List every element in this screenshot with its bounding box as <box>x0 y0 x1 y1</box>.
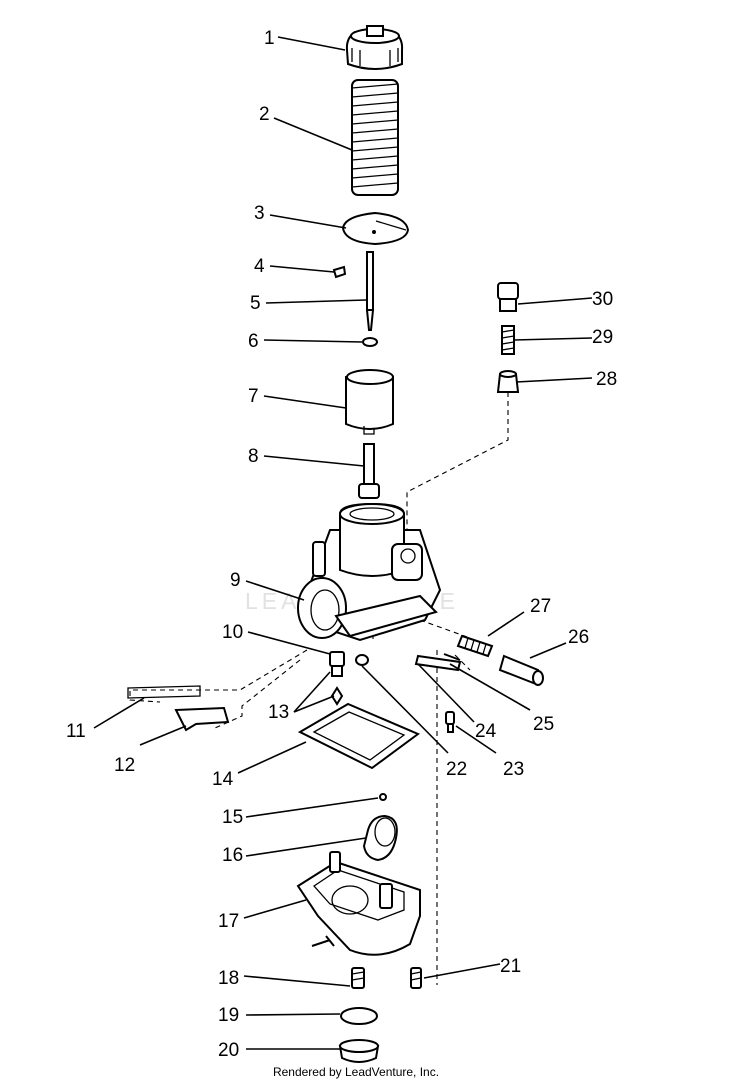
callout-25: 25 <box>533 714 554 735</box>
part-22-washer <box>355 654 369 666</box>
part-8-jet <box>358 443 380 499</box>
part-3-plate <box>341 211 410 246</box>
callout-13: 13 <box>268 702 289 723</box>
callout-15: 15 <box>222 807 243 828</box>
part-23-screw <box>445 711 455 733</box>
part-24-screw <box>414 654 462 672</box>
part-6-washer <box>362 337 378 347</box>
part-26-screw <box>498 654 544 686</box>
part-17-float-bowl <box>296 851 421 956</box>
callout-18: 18 <box>218 968 239 989</box>
callout-11: 11 <box>66 721 86 742</box>
callout-3: 3 <box>254 203 265 224</box>
part-13-needle <box>330 686 344 706</box>
callout-16: 16 <box>222 845 243 866</box>
callout-2: 2 <box>259 104 270 125</box>
callout-29: 29 <box>592 327 613 348</box>
part-29-spring <box>501 325 515 355</box>
part-27-spring <box>456 634 494 658</box>
callout-14: 14 <box>212 769 234 790</box>
part-1-cap <box>345 25 404 70</box>
part-30-fitting <box>497 282 519 312</box>
leader-lines <box>93 36 593 1050</box>
callout-5: 5 <box>250 293 261 314</box>
callout-6: 6 <box>248 331 259 352</box>
part-14-gasket <box>297 702 420 770</box>
callout-20: 20 <box>218 1040 239 1061</box>
callout-7: 7 <box>248 386 259 407</box>
part-19-o-ring <box>340 1007 378 1025</box>
part-20-drain-plug <box>338 1039 380 1063</box>
callout-21: 21 <box>500 956 521 977</box>
part-4-clip <box>332 265 347 279</box>
part-7-slide <box>345 369 394 435</box>
part-11-pin <box>127 685 201 699</box>
callout-8: 8 <box>248 446 259 467</box>
callout-10: 10 <box>222 622 243 643</box>
callout-27: 27 <box>530 596 551 617</box>
callout-28: 28 <box>596 369 617 390</box>
part-10-jet <box>329 651 345 677</box>
callout-17: 17 <box>218 911 239 932</box>
part-9-carburetor-body <box>297 502 442 642</box>
callout-labels: 1 2 3 4 5 6 7 8 9 10 11 12 13 14 15 16 1… <box>66 28 617 1061</box>
footer-credit: Rendered by LeadVenture, Inc. <box>273 1065 439 1079</box>
callout-30: 30 <box>592 289 613 310</box>
part-18-drain-jet <box>351 967 365 989</box>
callout-24: 24 <box>475 721 497 742</box>
callout-4: 4 <box>254 256 265 277</box>
part-25-screw <box>443 653 461 661</box>
part-28-plunger <box>496 370 520 393</box>
part-2-spring <box>351 79 399 196</box>
part-15-ball <box>379 793 387 801</box>
callout-9: 9 <box>230 570 241 591</box>
part-21-screw <box>410 967 422 989</box>
callout-19: 19 <box>218 1005 239 1026</box>
callout-1: 1 <box>264 28 275 49</box>
callout-23: 23 <box>503 759 524 780</box>
part-16-float <box>362 814 398 862</box>
callout-12: 12 <box>114 755 135 776</box>
part-5-needle <box>365 251 375 331</box>
callout-26: 26 <box>568 627 589 648</box>
callout-22: 22 <box>446 759 467 780</box>
